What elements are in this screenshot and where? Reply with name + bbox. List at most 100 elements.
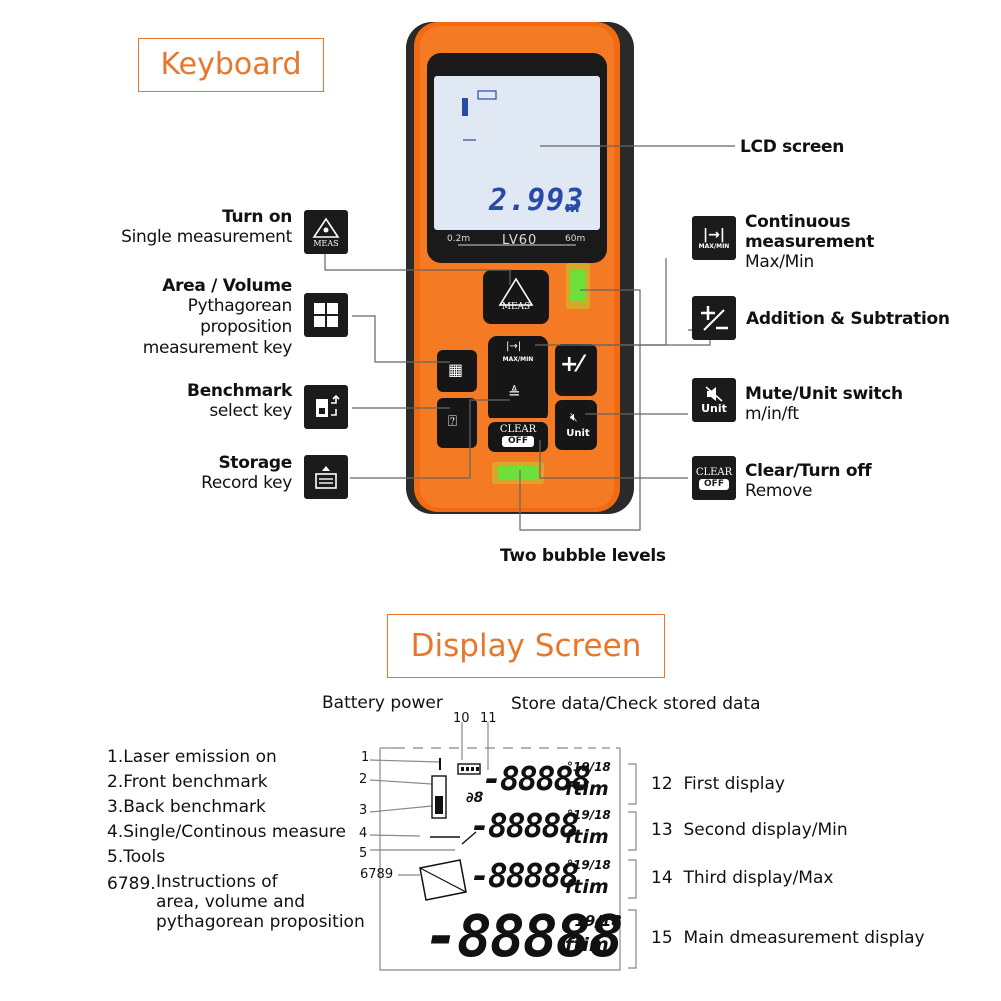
area-volume-desc-3: measurement key	[142, 338, 293, 358]
battery-label: Battery power	[322, 693, 443, 713]
clear-callout: Clear/Turn off Remove	[745, 461, 905, 502]
turn-on-title: Turn on	[222, 207, 292, 227]
area-volume-callout: Area / Volume Pythagorean proposition me…	[80, 276, 293, 359]
add-sub-label: Addition & Subtration	[746, 309, 950, 329]
lcd-num-6789: 6789	[360, 867, 394, 882]
continuous-callout: Continuous measurement Max/Min	[745, 212, 895, 273]
main-display-digits: -88888	[424, 902, 624, 970]
first-display-units: ftim	[565, 778, 609, 800]
device-maxmin-label[interactable]: MAX/MIN	[502, 356, 534, 363]
third-display-frac: °19/18	[567, 858, 611, 872]
plus-minus-icon	[692, 296, 736, 340]
device-model: LV60	[502, 233, 538, 248]
storage-title: Storage	[218, 453, 292, 473]
device-unit-button[interactable]: Unit	[566, 428, 590, 439]
svg-text:∂8: ∂8	[466, 790, 484, 806]
label-12-text: First display	[683, 774, 785, 794]
legend-6789-line: area, volume and	[156, 892, 306, 912]
lcd-unit: m	[565, 200, 580, 216]
range-max: 60m	[565, 234, 586, 244]
clear-desc: Remove	[745, 481, 813, 501]
legend-6789-line: Instructions of	[156, 872, 278, 892]
device-storage-button[interactable]: ≜	[508, 384, 521, 402]
callout-lines	[324, 145, 735, 531]
device-clear-label[interactable]: CLEAR	[499, 424, 537, 435]
turn-on-callout: Turn on Single measurement	[80, 207, 292, 248]
label-12: 12 First display	[651, 774, 785, 794]
first-display-frac: °19/18	[567, 760, 611, 774]
storage-desc: Record key	[201, 473, 292, 493]
device-area-button[interactable]: ▦	[448, 360, 464, 379]
legend-item: 1.Laser emission on	[107, 747, 277, 767]
legend-6789: Instructions of area, volume and pythago…	[156, 872, 365, 932]
lcd-num-5: 5	[359, 846, 368, 861]
mute-unit-callout: Mute/Unit switch m/in/ft	[745, 384, 925, 425]
legend-6789-num: 6789.	[107, 874, 156, 894]
area-grid-icon	[304, 293, 348, 337]
label-15-text: Main dmeasurement display	[683, 928, 925, 948]
storage-icon	[304, 455, 348, 499]
lcd-num-3: 3	[359, 803, 368, 818]
clear-title: Clear/Turn off	[745, 461, 872, 481]
area-volume-desc-1: Pythagorean	[187, 296, 293, 316]
device-continuous-icon: |→|	[506, 341, 522, 352]
clear-off-icon: CLEAR OFF	[692, 456, 736, 500]
label-13: 13 Second display/Min	[651, 820, 848, 840]
storage-callout: Storage Record key	[80, 453, 292, 494]
benchmark-callout: Benchmark select key	[80, 381, 292, 422]
range-min: 0.2m	[447, 234, 471, 244]
num-10: 10	[453, 711, 470, 726]
device-benchmark-button[interactable]: ⍰	[448, 412, 458, 430]
legend-item: 2.Front benchmark	[107, 772, 268, 792]
bubble-levels-label: Two bubble levels	[500, 546, 666, 566]
label-13-num: 13	[651, 820, 673, 840]
label-13-text: Second display/Min	[683, 820, 848, 840]
continuous-icon: |→| MAX/MIN	[692, 216, 736, 260]
num-11: 11	[480, 711, 497, 726]
lcd-num-4: 4	[359, 826, 368, 841]
store-label: Store data/Check stored data	[511, 694, 761, 714]
main-display-frac: °19/18	[567, 912, 622, 930]
display-screen-title: Display Screen	[387, 614, 665, 678]
device-meas-button[interactable]: MEAS	[501, 302, 531, 312]
label-14: 14 Third display/Max	[651, 868, 833, 888]
label-14-num: 14	[651, 868, 673, 888]
legend-6789-line: pythagorean proposition	[156, 912, 365, 932]
label-14-text: Third display/Max	[683, 868, 834, 888]
lcd-num-2: 2	[359, 772, 368, 787]
mute-unit-icon: Unit	[692, 378, 736, 422]
second-display-units: ftim	[565, 826, 609, 848]
benchmark-title: Benchmark	[187, 381, 292, 401]
turn-on-desc: Single measurement	[121, 227, 292, 247]
first-display-digits: -88888	[482, 759, 591, 798]
third-display-units: ftim	[565, 876, 609, 898]
area-volume-desc-2: proposition	[200, 317, 292, 337]
main-display-units: ftim	[565, 934, 609, 956]
lcd-reading: 2.993	[489, 183, 585, 218]
device-mute-icon: 🔇︎	[570, 410, 578, 424]
legend-item: 4.Single/Continous measure	[107, 822, 346, 842]
mute-unit-title: Mute/Unit switch	[745, 384, 903, 404]
device-off-label[interactable]: OFF	[502, 436, 534, 447]
third-display-digits: -88888	[470, 856, 579, 895]
label-15: 15 Main dmeasurement display	[651, 928, 925, 948]
continuous-desc: Max/Min	[745, 252, 814, 272]
lcd-num-1: 1	[361, 750, 370, 765]
second-display-digits: -88888	[470, 806, 579, 845]
legend-item: 5.Tools	[107, 847, 166, 867]
device-plusminus-button[interactable]: +⁄	[560, 352, 583, 377]
keyboard-title: Keyboard	[138, 38, 324, 92]
benchmark-desc: select key	[209, 401, 292, 421]
meas-icon: MEAS	[304, 210, 348, 254]
area-volume-title: Area / Volume	[162, 276, 292, 296]
benchmark-icon	[304, 385, 348, 429]
second-display-frac: °19/18	[567, 808, 611, 822]
label-15-num: 15	[651, 928, 673, 948]
lcd-screen-label: LCD screen	[740, 137, 845, 157]
lcd-diagram-frame: ∂8	[369, 722, 637, 971]
mute-unit-desc: m/in/ft	[745, 404, 799, 424]
legend: 1.Laser emission on 2.Front benchmark 3.…	[107, 745, 346, 870]
legend-item: 3.Back benchmark	[107, 797, 266, 817]
continuous-title: Continuous measurement	[745, 212, 875, 252]
label-12-num: 12	[651, 774, 673, 794]
